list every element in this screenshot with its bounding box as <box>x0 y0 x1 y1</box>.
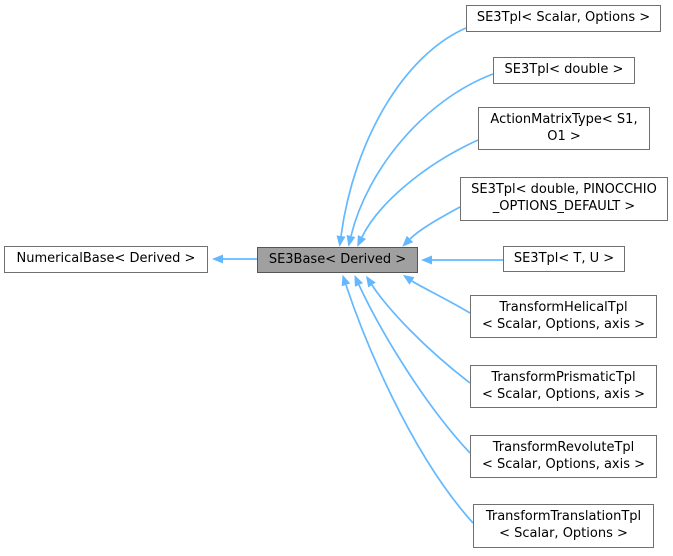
node-numericalbase-derived[interactable]: NumericalBase< Derived > <box>4 246 208 273</box>
node-transformrevolutetpl[interactable]: TransformRevoluteTpl < Scalar, Options, … <box>470 435 657 478</box>
node-se3tpl-double[interactable]: SE3Tpl< double > <box>493 57 635 84</box>
node-actionmatrixtype-s1-o1[interactable]: ActionMatrixType< S1, O1 > <box>478 107 650 150</box>
node-transformhelicaltpl[interactable]: TransformHelicalTpl < Scalar, Options, a… <box>470 295 657 338</box>
node-transformprismatictpl[interactable]: TransformPrismaticTpl < Scalar, Options,… <box>470 365 657 408</box>
edge-transformrevolutetpl-to-se3base-derived <box>354 275 471 454</box>
edge-se3tpl-double-to-se3base-derived <box>346 73 494 247</box>
node-se3base-derived: SE3Base< Derived > <box>257 247 418 273</box>
edge-se3tpl-double-pinocchio-options-default-to-se3base-derived <box>402 206 461 247</box>
node-transformtranslationtpl[interactable]: TransformTranslationTpl < Scalar, Option… <box>473 504 654 548</box>
node-se3tpl-scalar-options[interactable]: SE3Tpl< Scalar, Options > <box>466 5 661 32</box>
edge-transformprismatictpl-to-se3base-derived <box>365 275 471 384</box>
edge-actionmatrixtype-s1-o1-to-se3base-derived <box>357 139 479 247</box>
node-se3tpl-t-u[interactable]: SE3Tpl< T, U > <box>503 246 625 272</box>
node-se3tpl-double-pinocchio-options-default[interactable]: SE3Tpl< double, PINOCCHIO _OPTIONS_DEFAU… <box>460 177 668 221</box>
edge-transformhelicaltpl-to-se3base-derived <box>402 274 471 314</box>
edge-transformtranslationtpl-to-se3base-derived <box>341 274 474 524</box>
edge-se3tpl-scalar-options-to-se3base-derived <box>336 27 467 247</box>
